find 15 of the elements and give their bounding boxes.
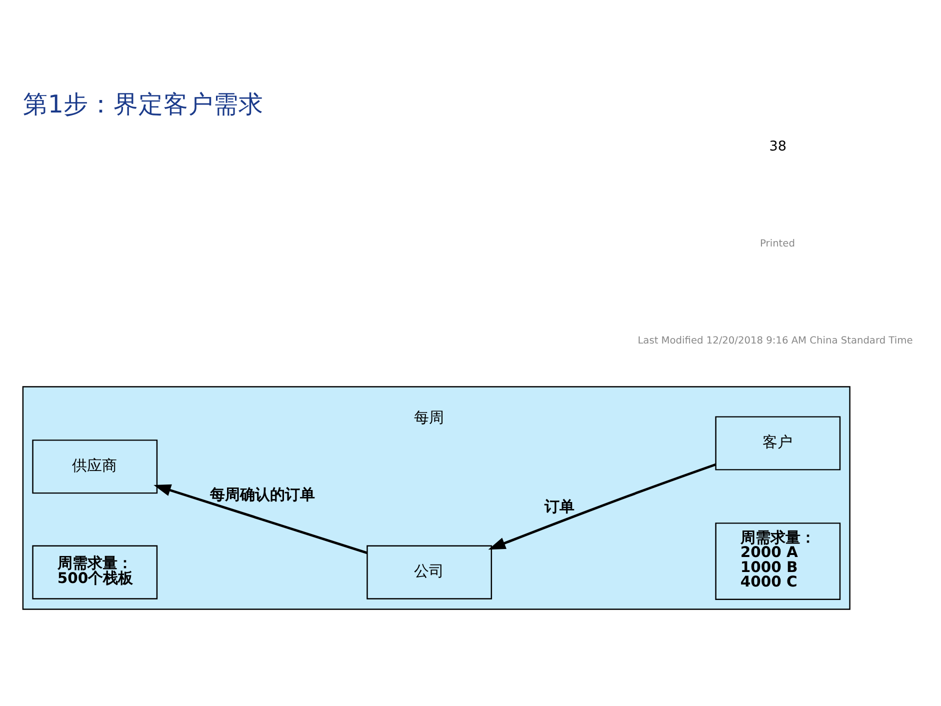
arrow xyxy=(488,462,716,550)
label: 每周 xyxy=(414,408,444,426)
node-box: 供应商 xyxy=(32,439,158,494)
label: 38 xyxy=(769,138,786,154)
label: Last Modified 12/20/2018 9:16 AM China Standard Time xyxy=(638,335,913,346)
cluster xyxy=(22,386,850,610)
edge-label: 订单 xyxy=(544,498,574,516)
label: Printed xyxy=(760,238,795,249)
node-box: 周需求量： 500个栈板 xyxy=(32,544,158,599)
edge-label: 每周确认的订单 xyxy=(210,486,315,503)
node-box: 周需求量： 2000 A 1000 B 4000 C xyxy=(715,522,841,600)
diagram-title: 第1步：界定客户需求 xyxy=(22,89,264,118)
arrow xyxy=(154,484,368,554)
node-box: 公司 xyxy=(366,544,492,599)
node-box: 客户 xyxy=(715,416,841,470)
